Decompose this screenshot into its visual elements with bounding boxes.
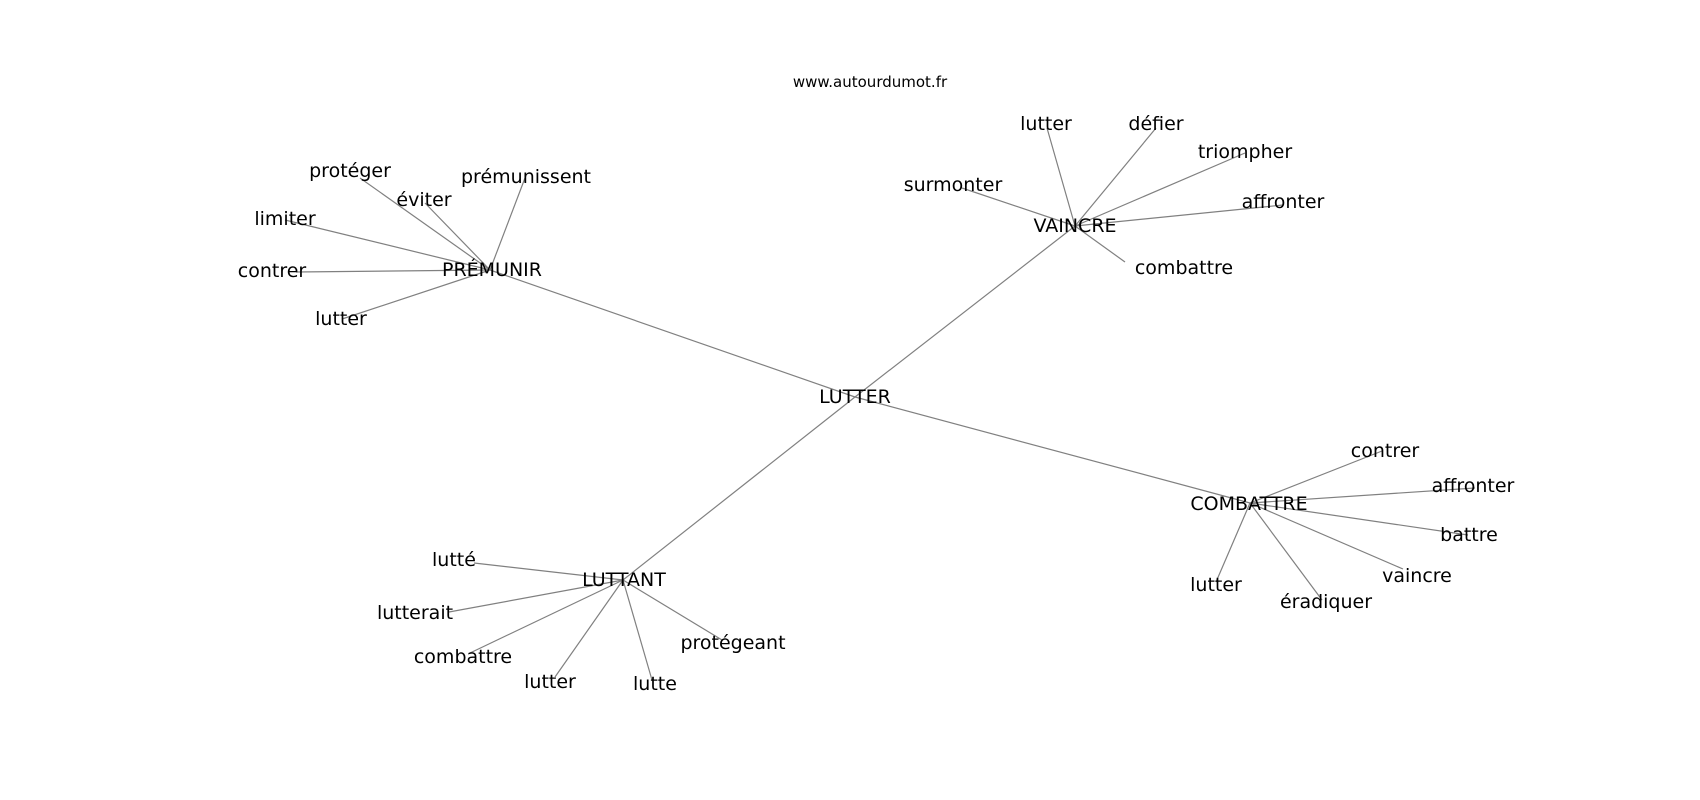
leaf-node-label: affronter (1432, 475, 1515, 497)
edge-hub-2-leaf-3 (1249, 502, 1404, 570)
edge-hub-2-leaf-1 (1249, 487, 1476, 504)
leaf-node-label: lutté (432, 549, 476, 571)
edge-hub-1-leaf-4 (961, 187, 1076, 227)
leaf-node-label: battre (1440, 524, 1498, 546)
edge-root-hub-0 (489, 269, 856, 398)
hub-node-label: COMBATTRE (1190, 493, 1307, 515)
edge-hub-3-leaf-4 (622, 579, 653, 681)
edge-hub-1-leaf-5 (1074, 225, 1126, 263)
edge-hub-1-leaf-3 (1074, 204, 1284, 227)
edge-hub-0-leaf-4 (295, 269, 491, 273)
leaf-node-label: affronter (1242, 191, 1325, 213)
edge-hub-0-leaf-2 (359, 177, 491, 271)
edge-hub-1-leaf-1 (1074, 127, 1157, 227)
edge-root-hub-3 (622, 396, 856, 581)
leaf-node-label: lutte (633, 673, 677, 695)
edge-hub-0-leaf-3 (284, 219, 491, 271)
leaf-node-label: lutter (315, 308, 367, 330)
leaf-node-label: combattre (414, 646, 512, 668)
leaf-node-label: prémunissent (461, 166, 591, 188)
leaf-node-label: éradiquer (1280, 591, 1372, 613)
leaf-node-label: éviter (396, 189, 451, 211)
hub-node-label: LUTTANT (582, 569, 666, 591)
graph-edges (284, 127, 1476, 681)
leaf-node-label: triompher (1198, 141, 1292, 163)
edge-hub-1-leaf-0 (1046, 127, 1076, 227)
leaf-node-label: combattre (1135, 257, 1233, 279)
leaf-node-label: protéger (309, 160, 391, 182)
edge-hub-3-leaf-1 (448, 579, 624, 613)
leaf-node-label: contrer (238, 260, 307, 282)
edge-hub-3-leaf-2 (469, 579, 624, 654)
hub-node-label: PRÉMUNIR (442, 258, 542, 281)
leaf-node-label: lutter (524, 671, 576, 693)
edge-hub-2-leaf-2 (1249, 502, 1469, 536)
leaf-node-label: limiter (254, 208, 315, 230)
edge-root-hub-2 (854, 396, 1251, 504)
leaf-node-label: lutterait (377, 602, 453, 624)
edge-hub-3-leaf-3 (554, 579, 624, 678)
edge-hub-2-leaf-0 (1249, 450, 1383, 504)
leaf-node-label: défier (1128, 113, 1183, 135)
root-node-label: LUTTER (819, 386, 891, 408)
edge-hub-0-leaf-0 (489, 177, 526, 271)
edge-hub-0-leaf-1 (424, 202, 491, 271)
edge-root-hub-1 (854, 225, 1076, 398)
hub-node-label: VAINCRE (1033, 215, 1116, 237)
edge-hub-3-leaf-0 (473, 562, 624, 581)
leaf-node-label: surmonter (904, 174, 1003, 196)
leaf-node-label: lutter (1020, 113, 1072, 135)
edge-hub-3-leaf-5 (622, 579, 723, 641)
source-label: www.autourdumot.fr (793, 73, 948, 91)
edge-hub-2-leaf-4 (1249, 502, 1323, 601)
edge-hub-1-leaf-2 (1074, 152, 1246, 227)
leaf-node-label: lutter (1190, 574, 1242, 596)
edge-hub-2-leaf-5 (1215, 502, 1251, 583)
leaf-node-label: contrer (1351, 440, 1420, 462)
edge-hub-0-leaf-5 (341, 269, 491, 320)
leaf-node-label: protégeant (680, 632, 785, 654)
leaf-node-label: vaincre (1382, 565, 1452, 587)
